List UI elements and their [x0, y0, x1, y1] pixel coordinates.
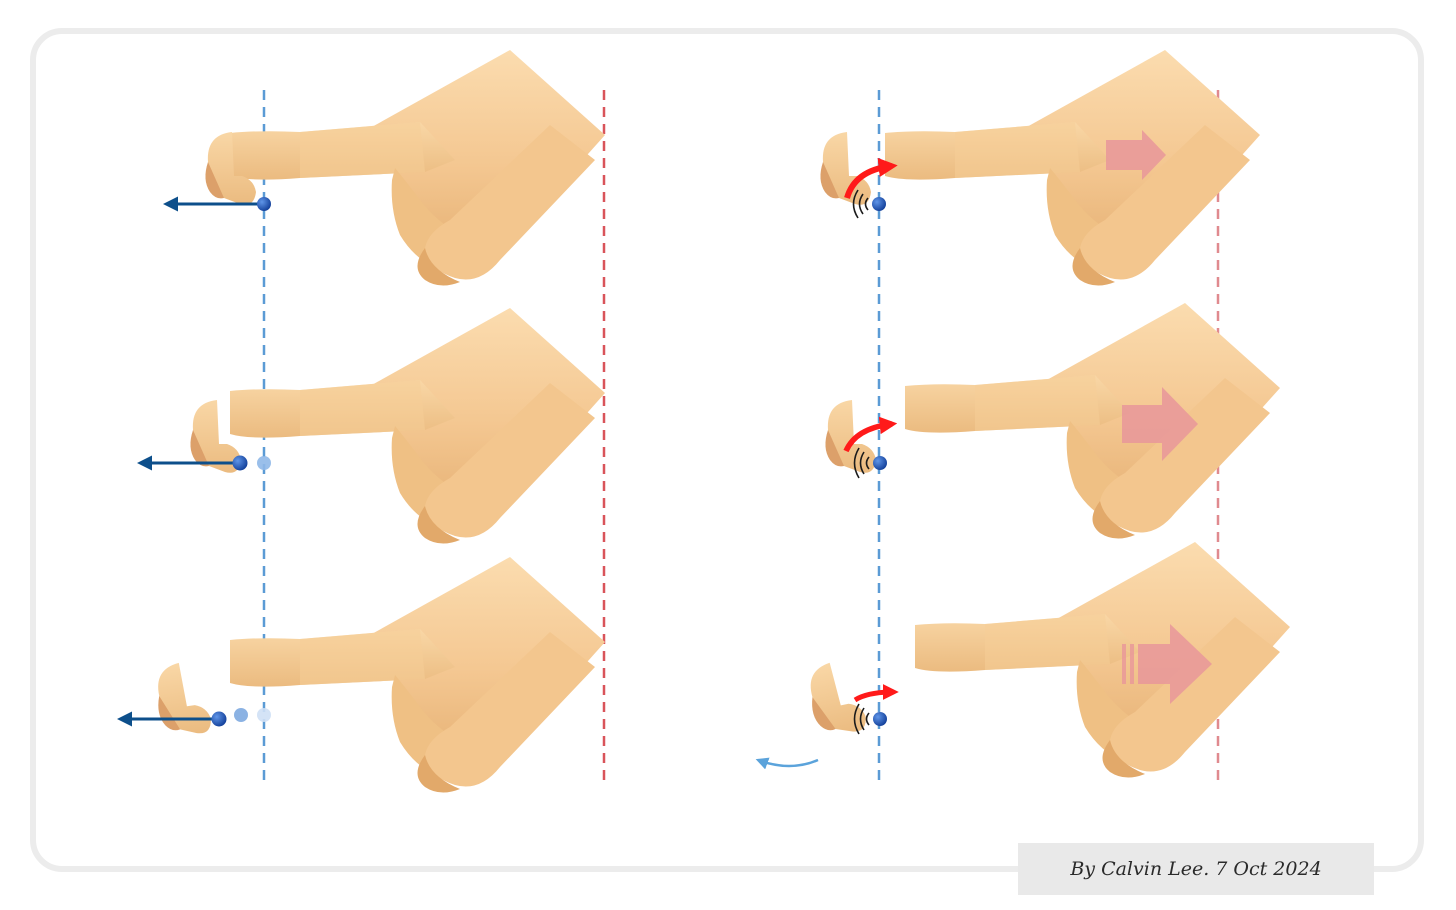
contact-dot	[211, 711, 227, 727]
contact-dot	[872, 197, 886, 211]
contact-dot	[873, 712, 887, 726]
left-hand-3	[152, 557, 605, 793]
left-drag-arrow-2	[137, 455, 271, 471]
trail-dot	[257, 708, 271, 722]
contact-dot	[873, 456, 887, 470]
right-press-1	[844, 157, 898, 219]
contact-dot	[232, 455, 248, 471]
right-press-3	[755, 684, 899, 770]
left-drag-arrow-3	[117, 708, 271, 727]
right-press-2	[843, 416, 898, 479]
vibration-icon	[852, 189, 869, 219]
author-credit: By Calvin Lee. 7 Oct 2024	[1018, 843, 1374, 895]
vibration-icon	[853, 447, 870, 479]
left-hand-1	[205, 50, 605, 286]
left-hand-2	[190, 308, 605, 544]
push-arrow-1	[1106, 130, 1166, 180]
right-hand-2	[825, 303, 1280, 539]
push-arrow-2	[1122, 387, 1198, 461]
push-arrow-3	[1122, 624, 1212, 704]
trail-dot	[257, 456, 271, 470]
vibration-icon	[853, 703, 870, 735]
left-drag-arrow-1	[163, 196, 271, 212]
flick-arrow	[755, 757, 819, 770]
contact-dot	[257, 197, 271, 211]
trail-dot	[234, 708, 248, 722]
